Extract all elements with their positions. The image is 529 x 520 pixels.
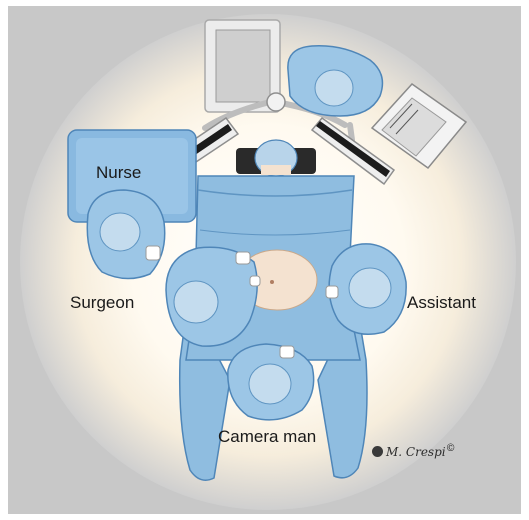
nurse-figure xyxy=(87,190,164,279)
nurse-label: Nurse xyxy=(96,163,141,183)
signature-logo-icon xyxy=(372,446,383,457)
artist-signature: M. Crespi© xyxy=(372,443,456,459)
camera-man-label: Camera man xyxy=(218,427,316,447)
signature-copyright: © xyxy=(446,443,456,454)
camera-man-figure xyxy=(228,344,314,420)
signature-text: M. Crespi xyxy=(386,445,446,459)
assistant-figure xyxy=(326,244,406,334)
boom-joint xyxy=(267,93,285,111)
assistant-label: Assistant xyxy=(407,293,476,313)
surgeon-label: Surgeon xyxy=(70,293,134,313)
